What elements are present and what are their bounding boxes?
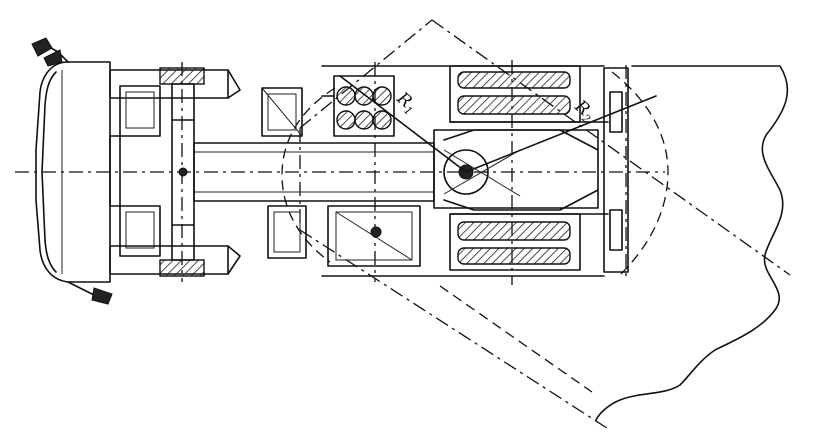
left-mirror: [31, 37, 69, 67]
lower-cargo-unit: [327, 205, 421, 267]
slew-turntable: [433, 129, 599, 211]
label-r1: R1: [391, 88, 421, 118]
radius-line-r1: [339, 75, 467, 173]
gas-cylinder-rack: [321, 75, 395, 137]
rear-wheels-bottom: [449, 213, 609, 271]
ground-area-break-line: [595, 65, 789, 421]
fuel-tank: [267, 205, 307, 259]
rear-outrigger: [321, 65, 629, 277]
cab: [35, 61, 241, 283]
right-mirror: [67, 281, 113, 305]
radius-line-r2: [465, 95, 657, 173]
battery-box: [261, 87, 303, 137]
swing-arc-r2: [611, 71, 669, 276]
